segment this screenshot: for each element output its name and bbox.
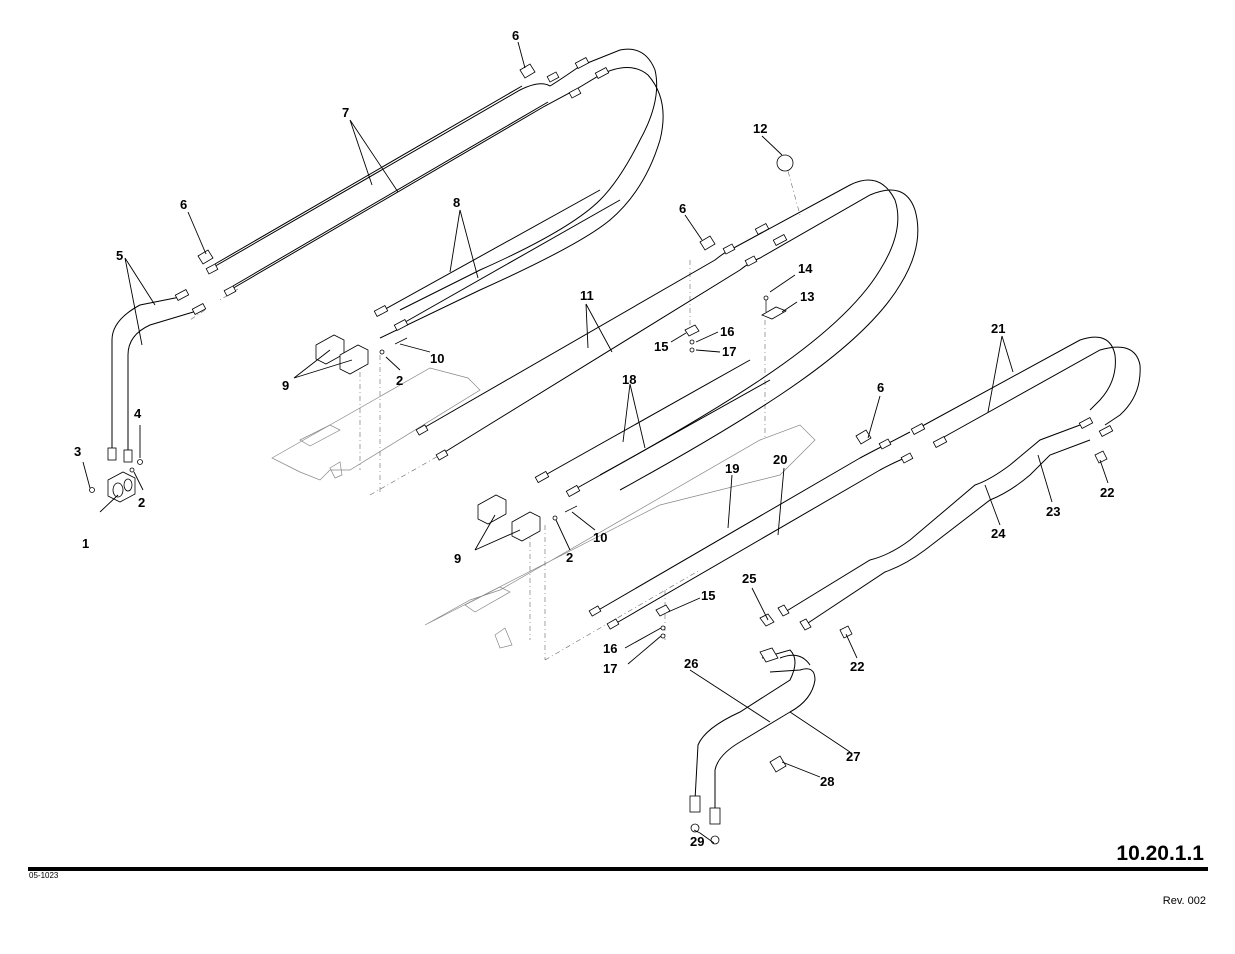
callout-1: 1 <box>82 536 89 551</box>
callout-17: 17 <box>603 661 617 676</box>
hose-assembly-11 <box>419 179 919 491</box>
callout-11: 11 <box>580 288 594 303</box>
callout-2: 2 <box>396 373 403 388</box>
cap-12 <box>776 154 794 172</box>
callout-17: 17 <box>722 344 736 359</box>
hose-assembly-26-27 <box>694 649 816 812</box>
callout-14: 14 <box>798 261 813 276</box>
clamp-6-b <box>519 63 536 79</box>
fittings-11 <box>415 222 788 461</box>
callout-25: 25 <box>742 571 756 586</box>
assembly-center-lines <box>189 159 801 661</box>
callout-labels: 1 2 3 4 5 6 6 7 8 9 2 10 11 12 14 13 6 1… <box>74 28 1114 849</box>
callout-6: 6 <box>512 28 519 43</box>
callout-19: 19 <box>725 461 739 476</box>
callout-20: 20 <box>773 452 787 467</box>
callout-10: 10 <box>593 530 607 545</box>
clamp-28 <box>769 755 787 773</box>
callout-6: 6 <box>679 201 686 216</box>
fittings-18 <box>534 470 581 498</box>
callout-8: 8 <box>453 195 460 210</box>
callout-18: 18 <box>622 372 636 387</box>
manifold-9-center <box>477 494 578 542</box>
callout-6: 6 <box>877 380 884 395</box>
clip-15-upper <box>684 324 700 353</box>
callout-22: 22 <box>1100 485 1114 500</box>
callout-26: 26 <box>684 656 698 671</box>
callout-7: 7 <box>342 105 349 120</box>
callout-6: 6 <box>180 197 187 212</box>
fittings-8 <box>373 304 409 332</box>
valve-block-1 <box>89 459 143 503</box>
callout-21: 21 <box>991 321 1005 336</box>
callout-2: 2 <box>138 495 145 510</box>
hose-assembly-18 <box>539 359 771 493</box>
callout-9: 9 <box>454 551 461 566</box>
callout-12: 12 <box>753 121 767 136</box>
hose-assembly-8 <box>379 189 621 326</box>
callout-3: 3 <box>74 444 81 459</box>
callout-13: 13 <box>800 289 814 304</box>
callout-4: 4 <box>134 406 142 421</box>
callout-28: 28 <box>820 774 834 789</box>
callout-23: 23 <box>1046 504 1060 519</box>
manifold-9-left <box>315 334 408 375</box>
hose-assembly-5 <box>111 295 201 452</box>
callout-16: 16 <box>720 324 734 339</box>
callout-15: 15 <box>701 588 715 603</box>
callout-24: 24 <box>991 526 1006 541</box>
clip-15-lower <box>655 604 671 639</box>
callout-27: 27 <box>846 749 860 764</box>
fittings-19-20 <box>588 438 914 630</box>
callout-2: 2 <box>566 550 573 565</box>
fittings-26-27 <box>689 647 779 845</box>
callout-22: 22 <box>850 659 864 674</box>
mount-plate-left <box>271 367 481 481</box>
fittings-upper-left <box>107 56 610 463</box>
tee-fittings-22 <box>839 450 1108 639</box>
page-number: 10.20.1.1 <box>1116 842 1204 865</box>
tube-23-24 <box>784 424 1091 626</box>
adapter-25 <box>759 604 812 631</box>
callout-16: 16 <box>603 641 617 656</box>
document-code: 05-1023 <box>29 871 59 880</box>
mount-plate-center <box>424 424 816 649</box>
hose-assembly-7 <box>211 48 664 339</box>
leader-lines <box>82 41 1109 844</box>
bracket-13 <box>761 295 787 320</box>
revision-label: Rev. 002 <box>1162 895 1206 907</box>
callout-15: 15 <box>654 339 668 354</box>
hose-assembly-21 <box>914 336 1141 443</box>
clamp-6-d <box>855 429 872 445</box>
callout-10: 10 <box>430 351 444 366</box>
fittings-21 <box>910 416 1114 449</box>
callout-9: 9 <box>282 378 289 393</box>
hose-assembly-19-20 <box>594 431 911 626</box>
clamp-6-c <box>699 235 716 251</box>
callout-29: 29 <box>690 834 704 849</box>
callout-5: 5 <box>116 248 123 263</box>
footer-rule <box>28 867 1208 871</box>
